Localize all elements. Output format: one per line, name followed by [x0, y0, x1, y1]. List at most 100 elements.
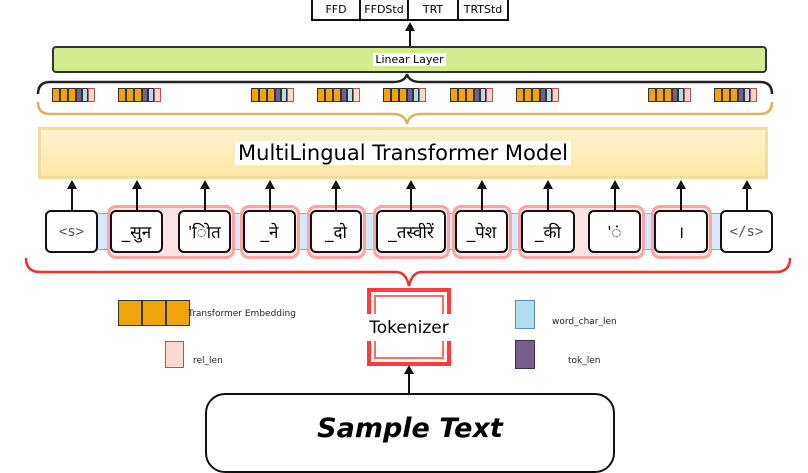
model-label: MultiLingual Transformer Model	[235, 141, 571, 165]
feature-cell	[516, 88, 524, 102]
feature-cell	[714, 88, 722, 102]
legend-rel-len-label: rel_len	[193, 356, 223, 366]
feature-cell	[648, 88, 656, 102]
token-feature-vector	[52, 88, 95, 102]
arrow-up-icon	[676, 180, 686, 210]
feature-cell	[730, 88, 738, 102]
feature-cell	[267, 88, 275, 102]
token-feature-vector	[317, 88, 360, 102]
feature-brackets	[36, 73, 774, 125]
feature-cell	[552, 88, 559, 102]
arrow-up-icon	[131, 180, 142, 210]
token-feature-vector	[516, 88, 559, 102]
token-bracket	[24, 257, 792, 287]
feature-cell	[154, 88, 161, 102]
token-box: _दो	[310, 210, 362, 253]
arrow-up-icon	[405, 22, 415, 46]
feature-cell	[341, 88, 347, 102]
output-trtstd: TRTStd	[457, 0, 509, 21]
output-trt: TRT	[407, 0, 459, 21]
feature-cell	[546, 88, 552, 102]
feature-cell	[399, 88, 407, 102]
arrow-up-icon	[741, 180, 752, 210]
feature-cell	[134, 88, 142, 102]
arrow-up-icon	[199, 180, 210, 210]
feature-cell	[148, 88, 154, 102]
feature-cell	[52, 88, 60, 102]
token-box: _ने	[243, 210, 296, 253]
feature-cell	[744, 88, 750, 102]
feature-cell	[281, 88, 287, 102]
token-feature-vector	[251, 88, 294, 102]
feature-cell	[82, 88, 88, 102]
legend-tok-len-label: tok_len	[568, 356, 601, 366]
token-feature-vector	[118, 88, 161, 102]
feature-cell	[333, 88, 341, 102]
arrow-up-icon	[476, 180, 487, 210]
legend-word-char-len-label: word_char_len	[552, 317, 617, 327]
feature-cell	[466, 88, 474, 102]
legend-rel-len-swatch	[165, 341, 184, 368]
legend-tok-len-swatch	[515, 340, 535, 369]
feature-cell	[532, 88, 540, 102]
feature-cell	[347, 88, 353, 102]
tokenizer-label: Tokenizer	[360, 314, 458, 341]
feature-cell	[88, 88, 95, 102]
token-box: 'ं	[588, 210, 641, 253]
feature-cell	[118, 88, 126, 102]
feature-cell	[684, 88, 691, 102]
feature-cell	[540, 88, 546, 102]
feature-cell	[656, 88, 664, 102]
legend-embedding-swatch	[118, 300, 190, 326]
feature-cell	[251, 88, 259, 102]
output-ffdstd: FFDStd	[359, 0, 409, 21]
feature-cell	[259, 88, 267, 102]
token-box: _पेश	[455, 210, 508, 253]
arrow-up-icon	[264, 180, 275, 210]
legend-word-char-len-swatch	[515, 300, 535, 329]
arrow-up-icon	[609, 180, 620, 210]
arrow-up-icon	[406, 180, 416, 210]
feature-cell	[407, 88, 413, 102]
feature-cell	[391, 88, 399, 102]
feature-cell	[325, 88, 333, 102]
feature-cell	[126, 88, 134, 102]
feature-cell	[524, 88, 532, 102]
feature-cell	[383, 88, 391, 102]
feature-cell	[672, 88, 678, 102]
feature-cell	[60, 88, 68, 102]
feature-cell	[413, 88, 419, 102]
linear-layer: Linear Layer	[52, 46, 767, 73]
linear-layer-label: Linear Layer	[373, 53, 446, 66]
arrow-up-icon	[331, 180, 341, 210]
feature-cell	[76, 88, 82, 102]
token-box: </s>	[720, 210, 773, 253]
feature-cell	[317, 88, 325, 102]
token-feature-vector	[714, 88, 757, 102]
feature-cell	[275, 88, 281, 102]
token-box: _सुन	[110, 210, 163, 253]
token-box: ।	[654, 210, 708, 253]
token-box: 'ोित	[178, 210, 231, 253]
feature-cell	[353, 88, 360, 102]
feature-cell	[458, 88, 466, 102]
token-box: _तस्वीरें	[376, 210, 446, 253]
arrow-up-icon	[543, 180, 553, 210]
output-ffd: FFD	[311, 0, 361, 21]
feature-cell	[664, 88, 672, 102]
feature-cell	[142, 88, 148, 102]
feature-cell	[750, 88, 757, 102]
token-box: <s>	[45, 210, 98, 253]
feature-cell	[474, 88, 480, 102]
token-feature-vector	[383, 88, 426, 102]
feature-cell	[419, 88, 426, 102]
legend-embedding-label: Transformer Embedding	[188, 309, 296, 319]
feature-cell	[678, 88, 684, 102]
transformer-model: MultiLingual Transformer Model	[38, 127, 768, 179]
feature-cell	[450, 88, 458, 102]
feature-cell	[287, 88, 294, 102]
token-feature-vector	[450, 88, 493, 102]
arrow-up-icon	[404, 365, 414, 393]
sample-text-title: Sample Text	[317, 413, 503, 444]
feature-cell	[486, 88, 493, 102]
